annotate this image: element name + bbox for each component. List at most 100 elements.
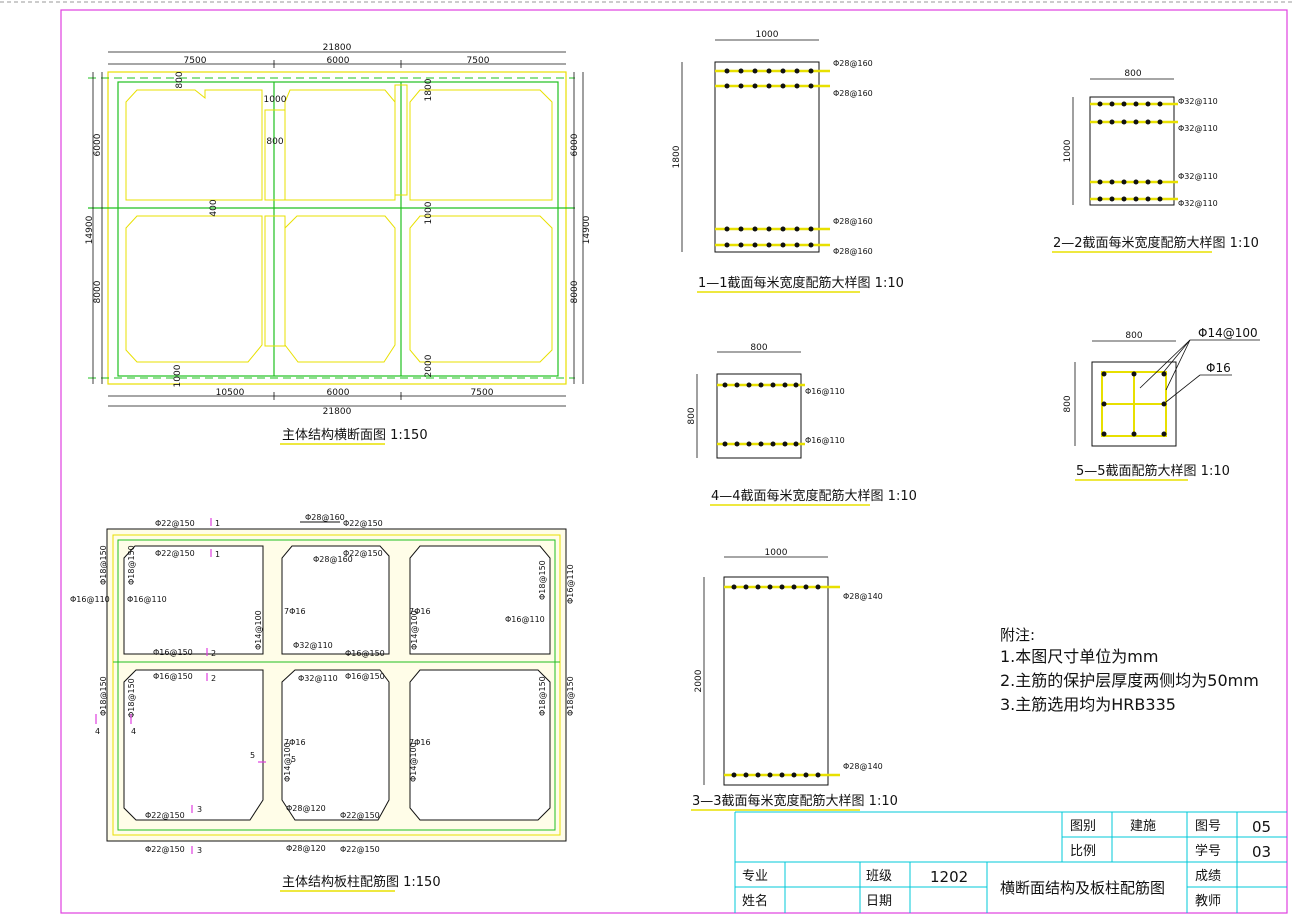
rebar-label-p: 7Φ16 [409,607,431,616]
dim-top-left: 7500 [184,56,207,66]
column-left-upper [264,109,286,201]
tb-teacher-label: 教师 [1195,893,1221,909]
dim-mid-400: 400 [209,199,219,216]
rebar-label-ak: Φ22@150 [340,845,380,854]
main-cross-section: 21800 7500 6000 7500 10500 6000 7500 218… [85,43,592,445]
sec11-title: 1—1截面每米宽度配筋大样图 1:10 [698,275,904,291]
tb-class-value: 1202 [930,868,968,886]
rebar-label-ac: Φ14@100 [283,742,292,782]
sec33-dots [731,584,821,778]
rebar-label-z: Φ18@150 [538,676,547,716]
sec55-title: 5—5截面配筋大样图 1:10 [1076,463,1230,479]
section-mark-3a: 3 [197,805,202,814]
dim-bot-1000: 1000 [173,364,183,387]
dim-bot-2000: 2000 [424,354,434,377]
sec55-dots [1101,371,1167,437]
sec22-title: 2—2截面每米宽度配筋大样图 1:10 [1053,235,1259,251]
dim-right-lower: 8000 [570,280,580,303]
tb-drawing-name: 横断面结构及板柱配筋图 [1000,879,1165,897]
rebar-label-u: Φ16@150 [153,672,193,681]
dim-bottom-mid: 6000 [327,388,350,398]
dim-right-total: 14900 [582,215,592,244]
rebar-label-n: Φ14@100 [254,610,263,650]
section-mark-5b: 5 [291,755,296,764]
rebar-label-k: Φ18@150 [538,560,547,600]
sec44-title: 4—4截面每米宽度配筋大样图 1:10 [711,488,917,504]
dim-total-bottom: 21800 [323,407,352,417]
rebar-plan: Φ22@150 Φ28@160 Φ22@150 Φ22@150 Φ28@160 … [70,513,575,892]
tb-r2c4: 03 [1252,843,1271,861]
dim-bottom-left: 10500 [216,388,245,398]
sec22-r2: Φ32@110 [1178,124,1218,133]
drawing-frame [60,9,1288,914]
title-block: 图别 建施 图号 05 比例 学号 03 专业 班级 1202 姓名 日期 横断… [734,811,1287,913]
column-right-upper [394,84,408,196]
dim-total-top: 21800 [323,43,352,53]
section-mark-2a: 2 [211,649,216,658]
sec11-r4: Φ28@160 [833,247,873,256]
section-2-2: 800 1000 Φ32@110 Φ32@110 Φ32@110 Φ32@110… [1052,69,1259,253]
sec44-height: 800 [687,407,697,424]
rebar-label-ab: 7Φ16 [284,738,306,747]
note-2: 2.主筋的保护层厚度两侧均为50mm [1000,671,1259,690]
sec11-dots [724,68,814,248]
sec22-dots [1097,101,1163,202]
rebar-label-m: 7Φ16 [284,607,306,616]
sec33-height: 2000 [694,669,704,692]
rp-room-tl [123,545,264,655]
sec44-r1: Φ16@110 [805,387,845,396]
room-top-right [409,89,553,201]
tb-r2c3: 学号 [1195,843,1221,859]
sec11-width: 1000 [756,30,779,40]
tb-r1c1: 图别 [1070,819,1096,834]
sec55-outline [1091,361,1177,447]
dim-top-right: 7500 [467,56,490,66]
dim-haunch-800: 800 [175,71,185,88]
dim-left-upper: 6000 [93,133,103,156]
tb-r1c2: 建施 [1130,819,1156,834]
rebar-label-g: Φ18@150 [99,545,108,585]
rebar-label-t: Φ16@150 [345,649,385,658]
dim-col-800: 800 [266,137,283,147]
rebar-label-j: Φ16@110 [127,595,167,604]
section-mark-1a: 1 [215,519,220,528]
tb-name-label: 姓名 [742,893,768,909]
sec55-r2: Φ16 [1206,361,1231,375]
sec11-r3: Φ28@160 [833,217,873,226]
sec22-r1: Φ32@110 [1178,97,1218,106]
room-bottom-mid [284,215,396,363]
rebar-label-ae: Φ14@100 [409,742,418,782]
section-4-4: 800 800 Φ16@110 Φ16@110 4—4截面每米宽度配筋大样图 1… [687,343,917,506]
title-block-grid [734,811,1287,913]
dim-slab-1800: 1800 [424,78,434,101]
sec22-height: 1000 [1063,139,1073,162]
rebar-plan-title: 主体结构板柱配筋图 1:150 [282,874,441,890]
sec22-r4: Φ32@110 [1178,199,1218,208]
rp-room-bm [281,669,390,821]
sec55-r1: Φ14@100 [1198,326,1258,340]
room-top-left [125,89,263,201]
rebar-label-e: Φ28@160 [313,555,353,564]
sec11-r1: Φ28@160 [833,59,873,68]
rebar-label-h: Φ18@150 [127,545,136,585]
rebar-label-r: Φ16@110 [505,615,545,624]
dim-top-mid: 6000 [327,56,350,66]
rebar-plan-green [117,539,556,831]
rebar-label-i: Φ16@110 [70,595,110,604]
room-bottom-right [409,215,553,363]
rebar-label-af: Φ22@150 [145,811,185,820]
sec33-width: 1000 [765,548,788,558]
room-bottom-left [125,215,263,363]
rebar-label-o: Φ32@110 [293,641,333,650]
sec55-leaders [1139,339,1260,403]
rebar-label-aa: Φ18@150 [566,676,575,716]
rp-room-tr [409,545,551,655]
sec22-outline [1089,96,1175,206]
center-line-frame [117,81,559,377]
rebar-label-s: Φ16@150 [153,648,193,657]
notes-head: 附注: [1000,626,1035,644]
rebar-label-f: Φ22@150 [343,549,383,558]
rp-room-br [409,669,551,821]
section-mark-5a: 5 [250,751,255,760]
